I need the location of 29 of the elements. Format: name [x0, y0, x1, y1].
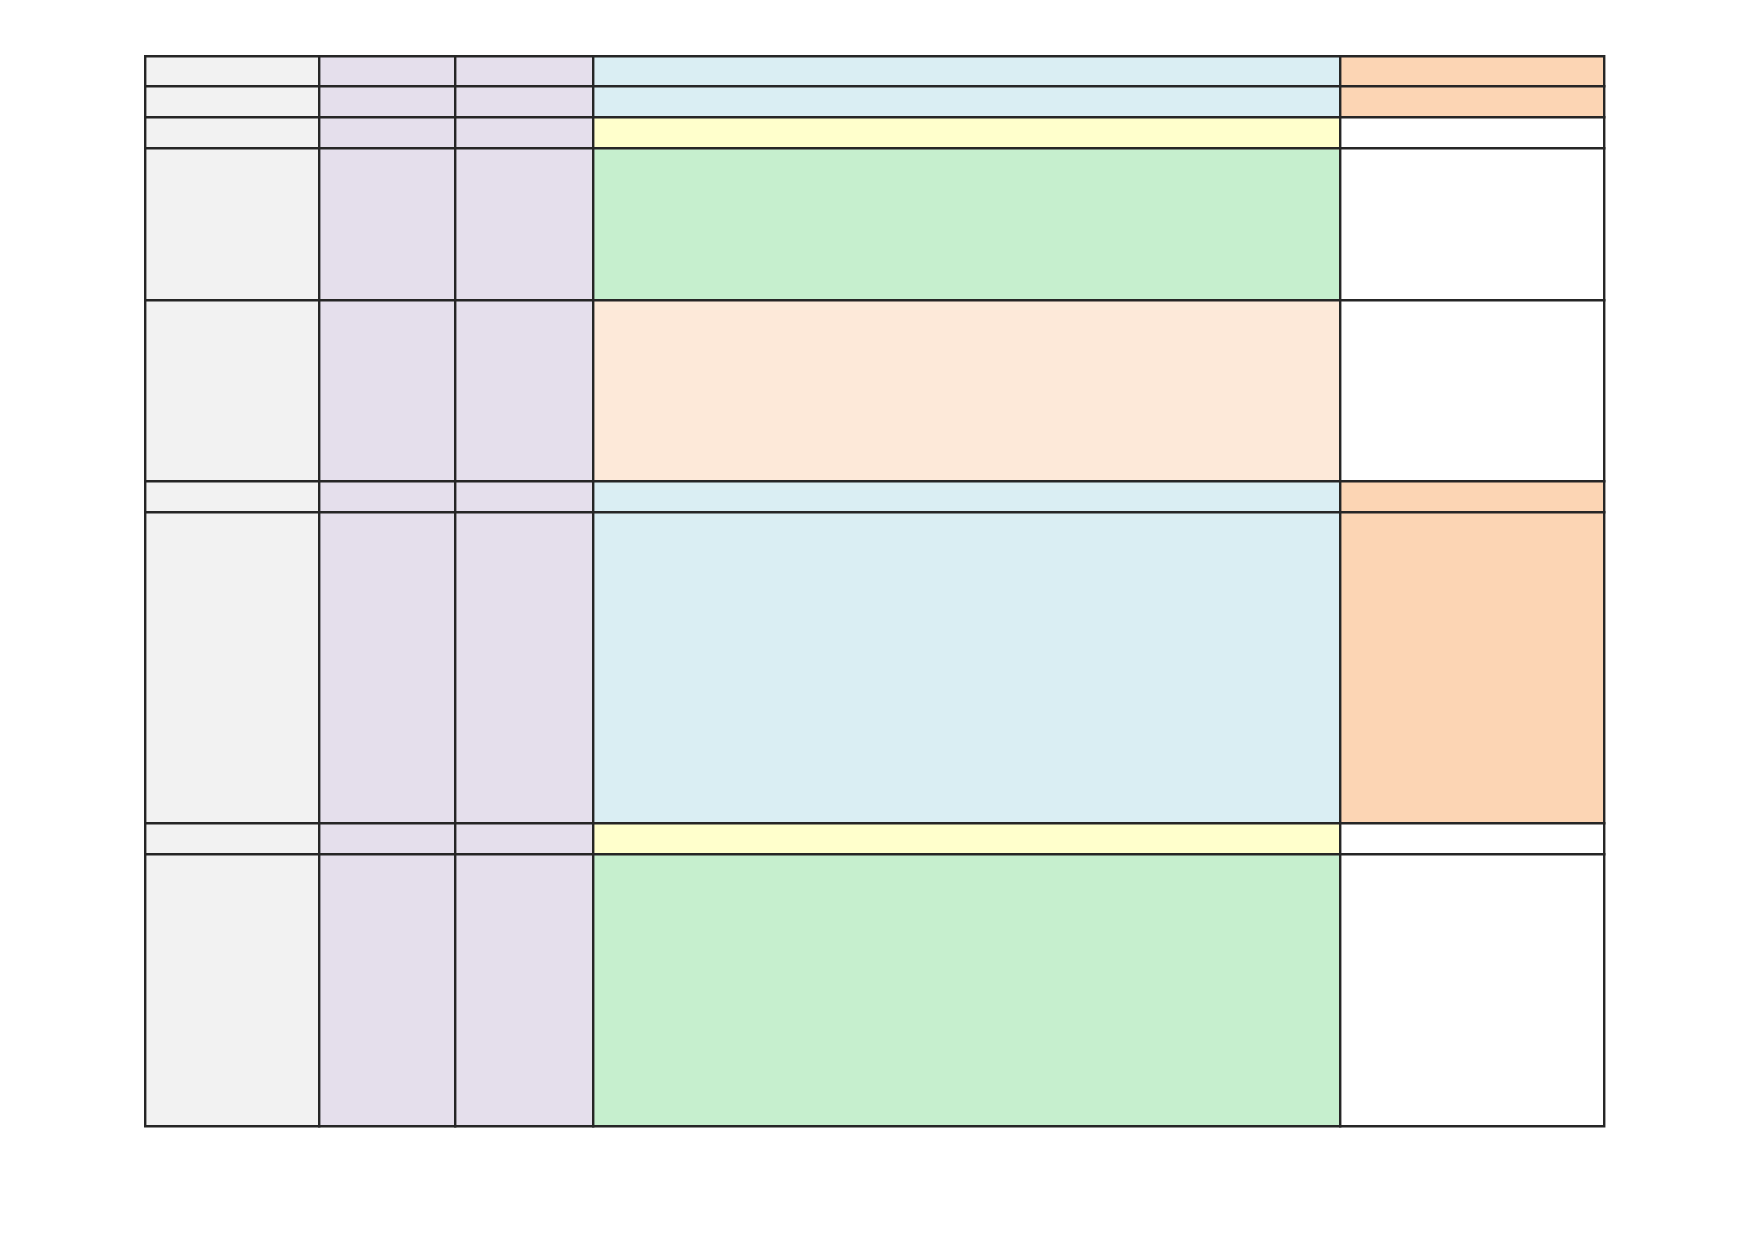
table-cell	[318, 480, 457, 514]
table-cell	[454, 55, 595, 88]
table-cell	[1339, 822, 1606, 856]
table-cell	[454, 85, 595, 119]
table-cell	[592, 147, 1342, 302]
table-cell	[592, 55, 1342, 88]
table-cell	[1339, 480, 1606, 514]
table-cell	[454, 822, 595, 856]
table-cell	[144, 480, 321, 514]
table-cell	[592, 480, 1342, 514]
table-cell	[144, 85, 321, 119]
table-cell	[454, 480, 595, 514]
table-cell	[592, 116, 1342, 150]
table-cell	[144, 116, 321, 150]
table-cell	[318, 822, 457, 856]
table-cell	[318, 116, 457, 150]
table-cell	[1339, 55, 1606, 88]
table-cell	[144, 55, 321, 88]
table-cell	[454, 116, 595, 150]
table-cell	[318, 85, 457, 119]
table-cell	[1339, 299, 1606, 483]
table-cell	[1339, 116, 1606, 150]
table-cell	[592, 853, 1342, 1128]
table-cell	[592, 822, 1342, 856]
table-cell	[144, 822, 321, 856]
table-cell	[1339, 85, 1606, 119]
table-cell	[592, 299, 1342, 483]
table-cell	[592, 85, 1342, 119]
table-cell	[318, 55, 457, 88]
